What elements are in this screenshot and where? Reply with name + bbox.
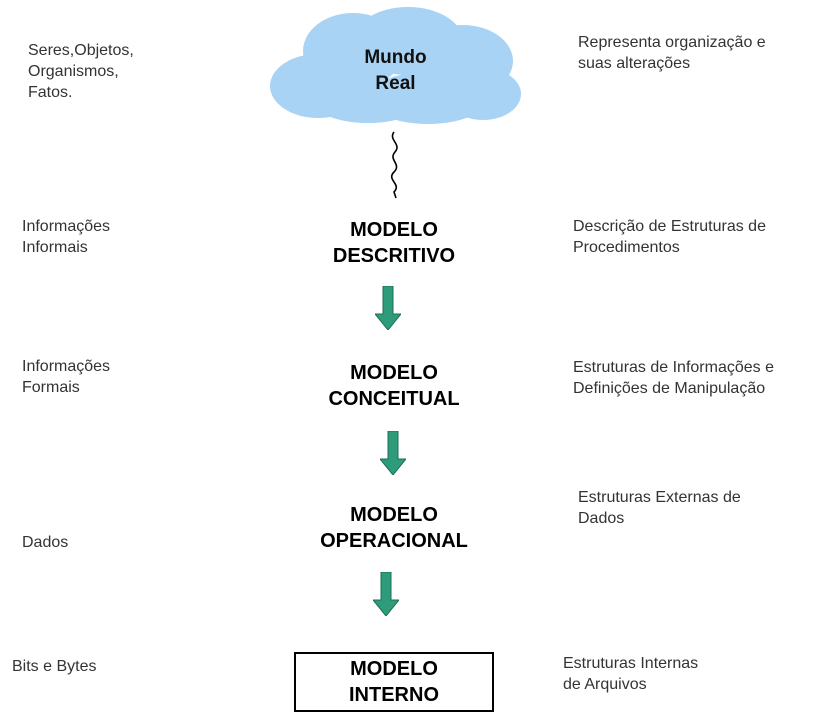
model-interno-box [294, 652, 494, 712]
cloud-shape [270, 7, 521, 124]
right-label-mundo-real: Representa organização e suas alterações [578, 34, 766, 72]
left-label-mundo-real: Seres,Objetos, Organismos, Fatos. [28, 42, 134, 101]
left-label-interno: Bits e Bytes [12, 658, 97, 675]
left-label-descritivo: Informações Informais [22, 218, 111, 256]
down-arrow-icon [380, 431, 406, 475]
right-label-descritivo: Descrição de Estruturas de Procedimentos [573, 218, 766, 256]
left-label-operacional: Dados [22, 534, 69, 551]
down-arrow-icon [375, 286, 401, 330]
down-arrow-icon [373, 572, 399, 616]
model-conceitual: MODELO CONCEITUAL [328, 362, 460, 410]
right-label-operacional: Estruturas Externas de Dados [578, 489, 741, 527]
model-interno: MODELO INTERNO [349, 658, 439, 706]
right-label-conceitual: Estruturas de Informações e Definições d… [573, 359, 774, 397]
model-operacional: MODELO OPERACIONAL [320, 504, 468, 552]
right-label-interno: Estruturas Internas de Arquivos [563, 655, 699, 693]
cloud-label: Mundo Real [364, 47, 427, 94]
model-descritivo: MODELO DESCRITIVO [332, 219, 456, 267]
left-label-conceitual: Informações Formais [22, 358, 111, 396]
squiggle-connector [390, 131, 398, 199]
